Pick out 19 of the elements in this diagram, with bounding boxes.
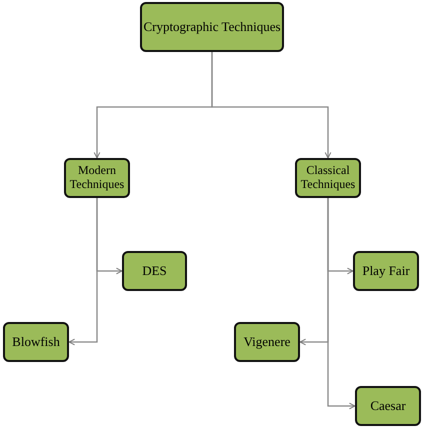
arrow: [327, 198, 356, 410]
process-box: [295, 158, 361, 198]
arrow: [211, 52, 332, 158]
process-box: [234, 322, 300, 362]
arrow: [68, 198, 98, 346]
process-box: [353, 251, 419, 291]
node-label: Play Fair: [362, 264, 410, 278]
node-label: Cryptographic Techniques: [143, 20, 281, 34]
process-box: [64, 158, 130, 198]
node-label: Blowfish: [12, 334, 60, 350]
node-label: Caesar: [370, 398, 406, 414]
node-label: Classical Techniques: [300, 164, 356, 192]
node-label: Vigenere: [244, 334, 290, 350]
process-box: [3, 322, 69, 362]
node-label: Modern Techniques: [68, 164, 126, 192]
process-box: [122, 251, 187, 291]
process-box: [355, 386, 421, 426]
process-box: [140, 2, 284, 52]
node-label: DES: [142, 264, 167, 278]
